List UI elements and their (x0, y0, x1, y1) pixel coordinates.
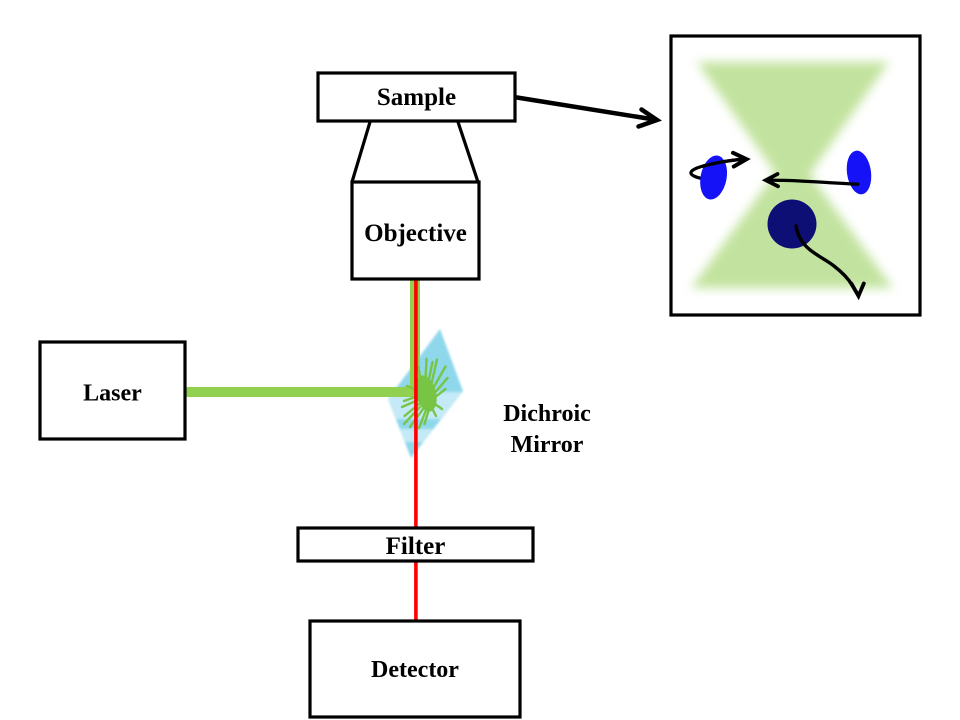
svg-text:Objective: Objective (364, 220, 467, 247)
svg-text:Dichroic: Dichroic (503, 401, 591, 427)
svg-text:Mirror: Mirror (511, 432, 584, 458)
svg-text:Sample: Sample (377, 84, 456, 111)
svg-text:Detector: Detector (371, 657, 459, 683)
svg-text:Laser: Laser (83, 381, 142, 407)
svg-text:Filter: Filter (386, 533, 446, 560)
